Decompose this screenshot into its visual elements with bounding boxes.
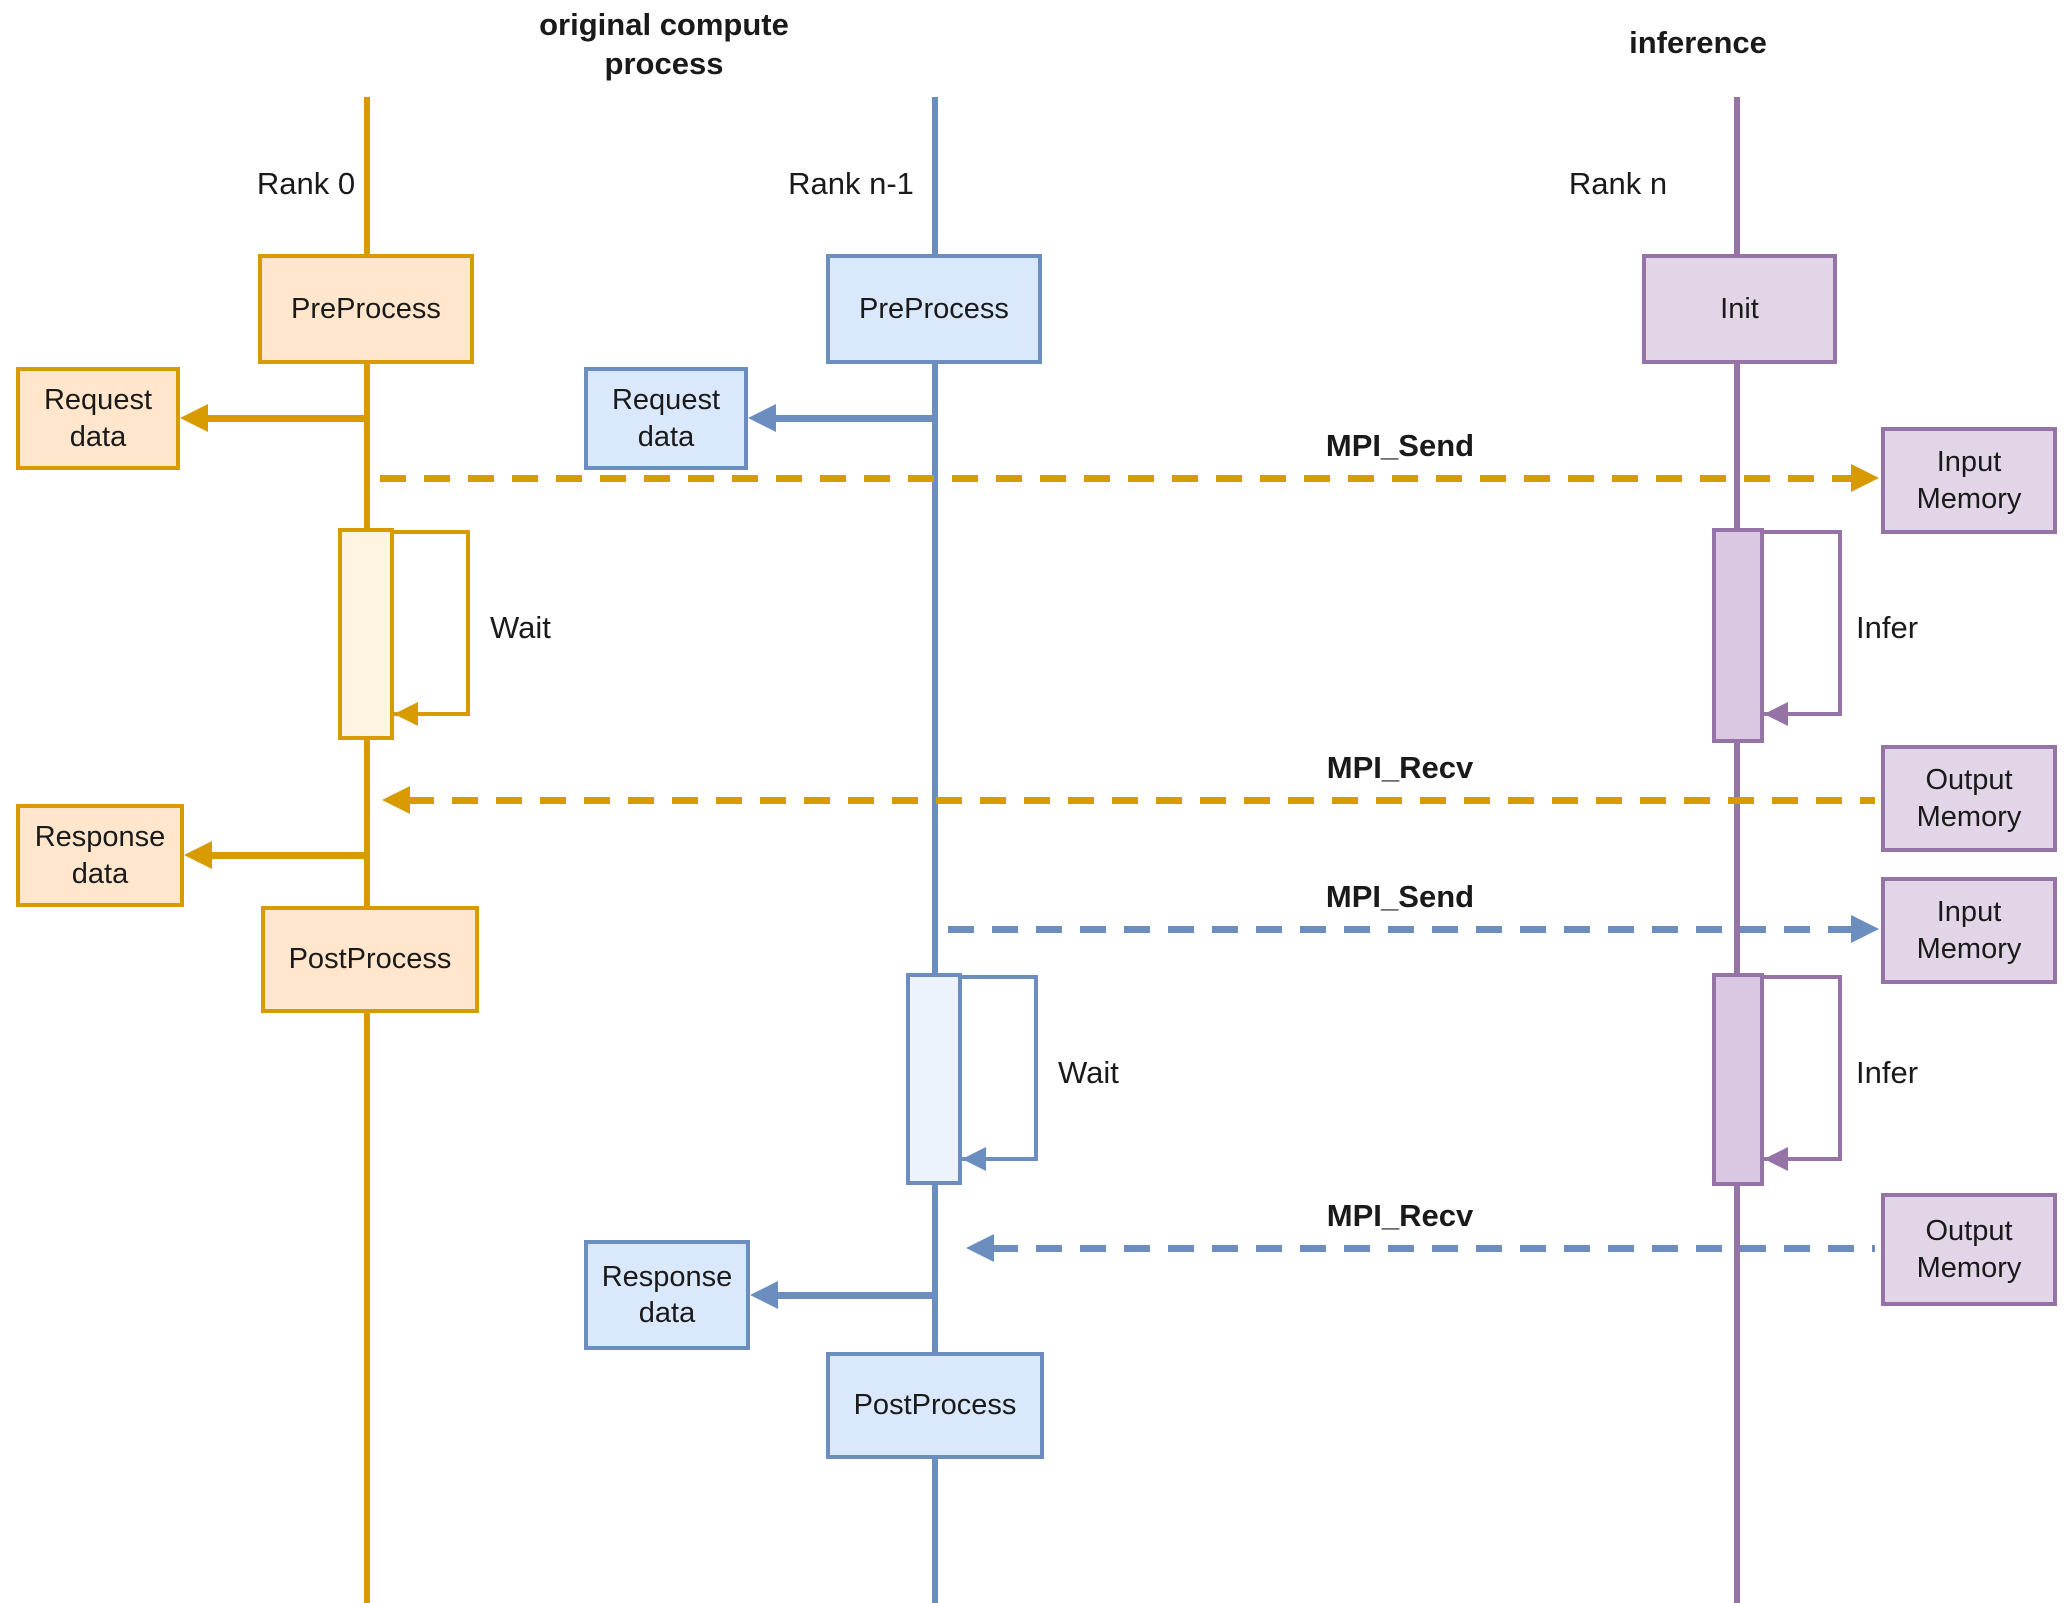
rank0-preprocess-box: PreProcess — [258, 254, 474, 364]
rank-n-1-request-data-box: Request data — [584, 367, 748, 470]
rank-n-input-memory-box-2: Input Memory — [1881, 877, 2057, 984]
mpi-send-1-dashed-line — [380, 475, 1851, 482]
rank-n-output-memory-box-1: Output Memory — [1881, 745, 2057, 852]
rank0-response-data-box: Response data — [16, 804, 184, 907]
rank-n-infer-loop-2-arrowhead-icon — [1764, 1147, 1788, 1171]
mpi-recv-1-label: MPI_Recv — [1326, 750, 1474, 785]
rank-n-lifeline — [1734, 97, 1740, 1603]
mpi-send-2-arrowhead-icon — [1851, 915, 1879, 943]
mpi-send-2-label: MPI_Send — [1325, 879, 1475, 914]
rank-n-init-box: Init — [1642, 254, 1837, 364]
compute-process-title: original compute process — [539, 7, 789, 81]
rank-n-1-response-data-box: Response data — [584, 1240, 750, 1350]
rank0-response-arrowhead-icon — [184, 841, 212, 869]
rank0-lifeline — [364, 97, 370, 1603]
mpi-send-2-dashed-line — [948, 926, 1851, 933]
mpi-recv-1-dashed-line — [408, 797, 1875, 804]
rank-n-1-response-arrowhead-icon — [750, 1281, 778, 1309]
rank-n-1-postprocess-box: PostProcess — [826, 1352, 1044, 1459]
mpi-send-1-arrowhead-icon — [1851, 464, 1879, 492]
mpi-recv-2-dashed-line — [992, 1245, 1875, 1252]
rank-n-label: Rank n — [1568, 166, 1668, 201]
inference-title: inference — [1629, 25, 1767, 60]
rank0-wait-loop-arrowhead-icon — [394, 702, 418, 726]
mpi-send-1-label: MPI_Send — [1325, 428, 1475, 463]
rank-n-1-wait-activation-bar — [906, 973, 962, 1185]
rank-n-1-wait-label: Wait — [1058, 1055, 1119, 1090]
rank-n-infer-loop-2 — [1764, 975, 1842, 1161]
rank0-wait-label: Wait — [490, 610, 551, 645]
rank-n-1-label: Rank n-1 — [788, 166, 914, 201]
mpi-recv-1-arrowhead-icon — [382, 786, 410, 814]
rank-n-1-request-arrow-line — [773, 415, 934, 422]
rank-n-infer-activation-bar-2 — [1712, 973, 1764, 1186]
rank-n-1-response-arrow-line — [775, 1292, 934, 1299]
rank-n-1-wait-loop-arrowhead-icon — [962, 1147, 986, 1171]
rank-n-output-memory-box-2: Output Memory — [1881, 1193, 2057, 1306]
rank0-wait-activation-bar — [338, 528, 394, 740]
rank0-wait-loop — [394, 530, 470, 716]
rank-n-1-request-arrowhead-icon — [748, 404, 776, 432]
rank-n-infer-label-2: Infer — [1856, 1055, 1919, 1090]
rank0-request-arrow-line — [205, 415, 366, 422]
rank0-postprocess-box: PostProcess — [261, 906, 479, 1013]
rank0-label: Rank 0 — [256, 166, 356, 201]
rank0-request-data-box: Request data — [16, 367, 180, 470]
rank-n-1-wait-loop — [962, 975, 1038, 1161]
rank-n-1-lifeline — [932, 97, 938, 1603]
rank0-response-arrow-line — [209, 852, 366, 859]
rank-n-infer-loop-1-arrowhead-icon — [1764, 702, 1788, 726]
mpi-recv-2-label: MPI_Recv — [1326, 1198, 1474, 1233]
rank-n-infer-activation-bar-1 — [1712, 528, 1764, 743]
rank0-request-arrowhead-icon — [180, 404, 208, 432]
rank-n-infer-label-1: Infer — [1856, 610, 1919, 645]
rank-n-infer-loop-1 — [1764, 530, 1842, 716]
rank-n-1-preprocess-box: PreProcess — [826, 254, 1042, 364]
mpi-recv-2-arrowhead-icon — [966, 1234, 994, 1262]
rank-n-input-memory-box-1: Input Memory — [1881, 427, 2057, 534]
